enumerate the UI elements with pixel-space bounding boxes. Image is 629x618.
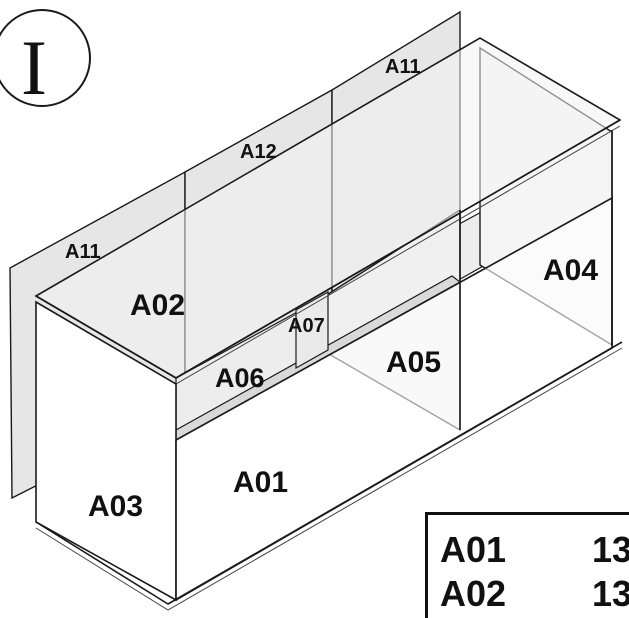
label-a11-left: A11 (65, 241, 101, 263)
small-divider-a07 (295, 290, 329, 370)
base-thickness (35, 347, 623, 611)
parts-table: A01 13 A02 13 (425, 512, 629, 618)
label-a11-right: A11 (385, 56, 421, 78)
part-qty: 13 (592, 529, 629, 570)
step-circle (0, 9, 91, 107)
label-a04: A04 (543, 254, 598, 287)
label-a03: A03 (88, 490, 143, 523)
part-code: A02 (440, 573, 507, 614)
label-a02: A02 (130, 289, 185, 322)
label-a07: A07 (288, 315, 325, 337)
label-a06: A06 (215, 363, 265, 393)
part-code: A01 (440, 529, 507, 570)
part-qty: 13 (592, 573, 629, 614)
label-a01: A01 (233, 466, 288, 499)
table-row: A02 13 (440, 573, 629, 615)
base-edge (35, 341, 623, 605)
label-a05: A05 (386, 346, 441, 379)
top-panel-front-edge (35, 119, 621, 379)
label-a12: A12 (240, 141, 277, 163)
table-row: A01 13 (440, 529, 629, 571)
step-numeral: I (21, 24, 47, 111)
